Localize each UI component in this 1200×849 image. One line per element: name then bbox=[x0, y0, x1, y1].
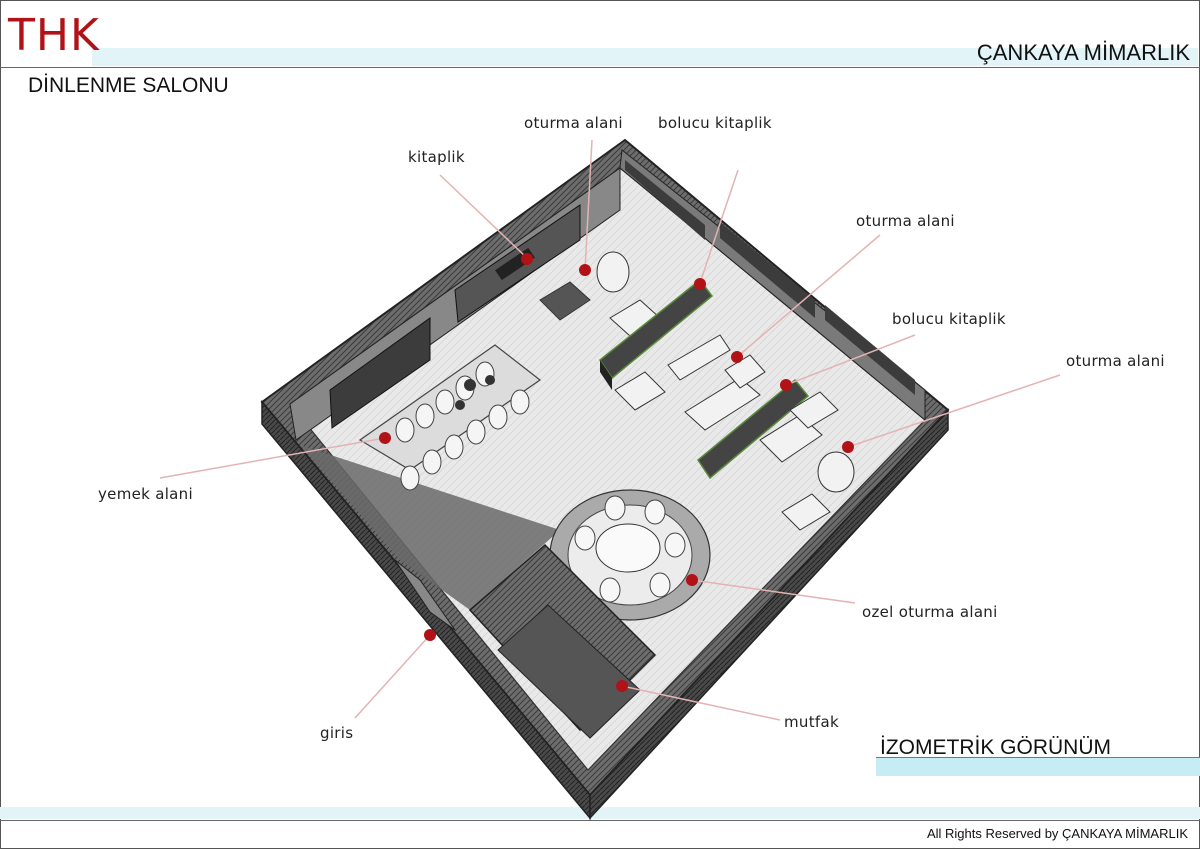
back-wall-right bbox=[619, 149, 926, 422]
seating-area-top bbox=[539, 251, 661, 337]
label-ozel: ozel oturma alani bbox=[862, 603, 998, 621]
shadow-area bbox=[300, 445, 560, 610]
label-kitaplik: kitaplik bbox=[408, 148, 465, 166]
view-title-band bbox=[876, 758, 1200, 776]
thk-logo: THK bbox=[8, 10, 100, 61]
seating-area-middle bbox=[614, 334, 766, 431]
label-oturma-2: oturma alani bbox=[856, 212, 955, 230]
label-oturma-3: oturma alani bbox=[1066, 352, 1165, 370]
view-title-rule bbox=[876, 757, 1200, 758]
back-wall-left bbox=[289, 167, 621, 441]
marker-kitaplik bbox=[521, 253, 533, 265]
markers bbox=[379, 253, 854, 692]
firm-name: ÇANKAYA MİMARLIK bbox=[976, 40, 1190, 65]
page-title: DİNLENME SALONU bbox=[28, 74, 229, 97]
entry-door bbox=[394, 559, 456, 631]
marker-ozel bbox=[686, 574, 698, 586]
dining-table bbox=[358, 344, 542, 491]
seating-area-right bbox=[759, 391, 855, 531]
kitchen bbox=[468, 543, 657, 739]
label-bolucu-1: bolucu kitaplik bbox=[658, 114, 772, 132]
view-title: İZOMETRİK GÖRÜNÜM bbox=[880, 736, 1111, 759]
copyright-footer: All Rights Reserved by ÇANKAYA MİMARLIK bbox=[926, 826, 1188, 841]
marker-bolucu-1 bbox=[694, 278, 706, 290]
label-mutfak: mutfak bbox=[784, 713, 839, 731]
header-band bbox=[92, 48, 1198, 66]
divider-bookcase-2 bbox=[697, 378, 810, 480]
marker-bolucu-2 bbox=[780, 379, 792, 391]
marker-oturma-3 bbox=[842, 441, 854, 453]
label-yemek: yemek alani bbox=[98, 485, 193, 503]
private-seating bbox=[549, 489, 711, 621]
divider-bookcase-1 bbox=[598, 278, 714, 390]
marker-giris bbox=[424, 629, 436, 641]
label-bolucu-2: bolucu kitaplik bbox=[892, 310, 1006, 328]
label-giris: giris bbox=[320, 724, 353, 742]
marker-oturma-2 bbox=[731, 351, 743, 363]
footer-rule bbox=[0, 820, 1200, 821]
marker-yemek bbox=[379, 432, 391, 444]
marker-oturma-1 bbox=[579, 264, 591, 276]
leader-lines bbox=[159, 139, 1061, 721]
header-rule bbox=[0, 67, 1200, 68]
marker-mutfak bbox=[616, 680, 628, 692]
footer-band bbox=[0, 807, 1200, 819]
label-oturma-1: oturma alani bbox=[524, 114, 623, 132]
